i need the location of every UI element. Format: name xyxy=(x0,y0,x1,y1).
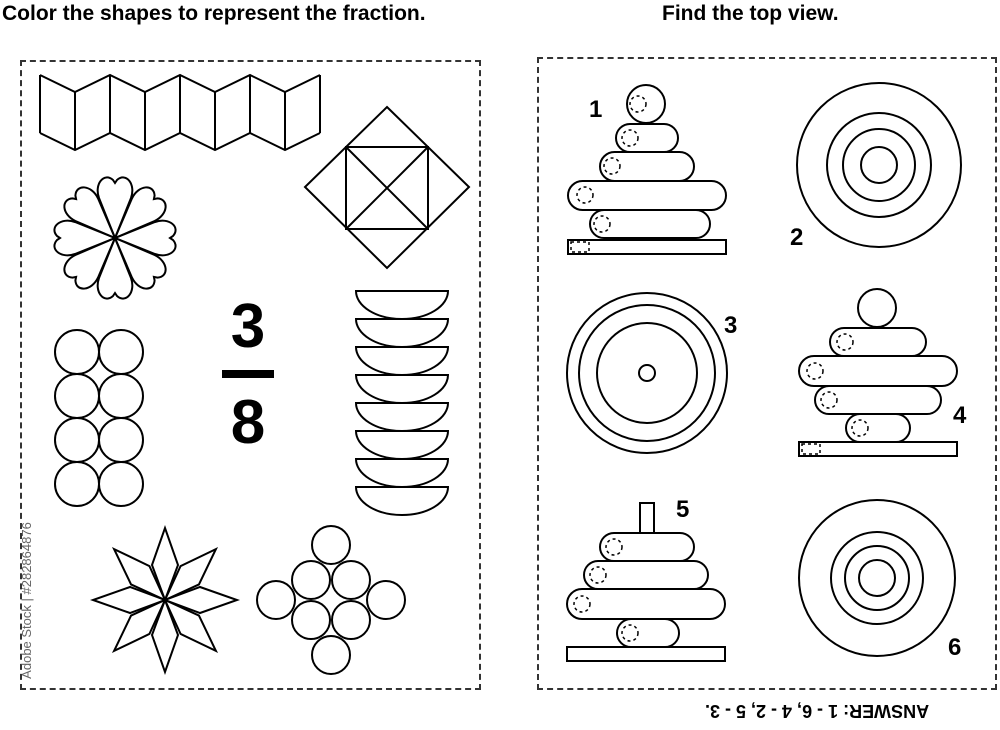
left-instruction: Color the shapes to represent the fracti… xyxy=(2,2,426,25)
fraction-denominator: 8 xyxy=(230,388,266,457)
label-5: 5 xyxy=(676,496,690,523)
pyramid-5-side-view xyxy=(566,502,726,662)
diamond-square-shape xyxy=(303,105,471,270)
label-4: 4 xyxy=(953,402,967,429)
top-view-panel xyxy=(537,57,997,690)
zigzag-strip-shape xyxy=(39,73,321,152)
fraction-panel xyxy=(20,60,481,690)
pyramid-4-side-view xyxy=(798,288,958,457)
label-3: 3 xyxy=(724,312,738,339)
pyramid-1-side-view xyxy=(567,84,727,255)
half-disc-stack-shape xyxy=(354,290,450,516)
heart-flower-shape xyxy=(53,176,177,300)
label-2: 2 xyxy=(790,224,804,251)
top-view-3-circles xyxy=(566,292,728,454)
right-instruction: Find the top view. xyxy=(662,2,839,25)
rhombus-star-shape xyxy=(92,524,238,673)
label-6: 6 xyxy=(948,634,962,661)
fraction-numerator: 3 xyxy=(230,292,266,361)
circle-diamond-shape xyxy=(256,525,406,675)
stock-watermark: Adobe Stock | #282864876 xyxy=(18,522,34,679)
top-view-2-circles xyxy=(796,82,962,248)
fraction-bar xyxy=(222,370,274,378)
label-1: 1 xyxy=(589,96,603,123)
top-view-6-circles xyxy=(798,499,956,657)
answer-key: ANSWER: 1 - 6, 4 - 2, 5 - 3. xyxy=(705,701,930,721)
circle-grid-shape xyxy=(54,329,144,507)
